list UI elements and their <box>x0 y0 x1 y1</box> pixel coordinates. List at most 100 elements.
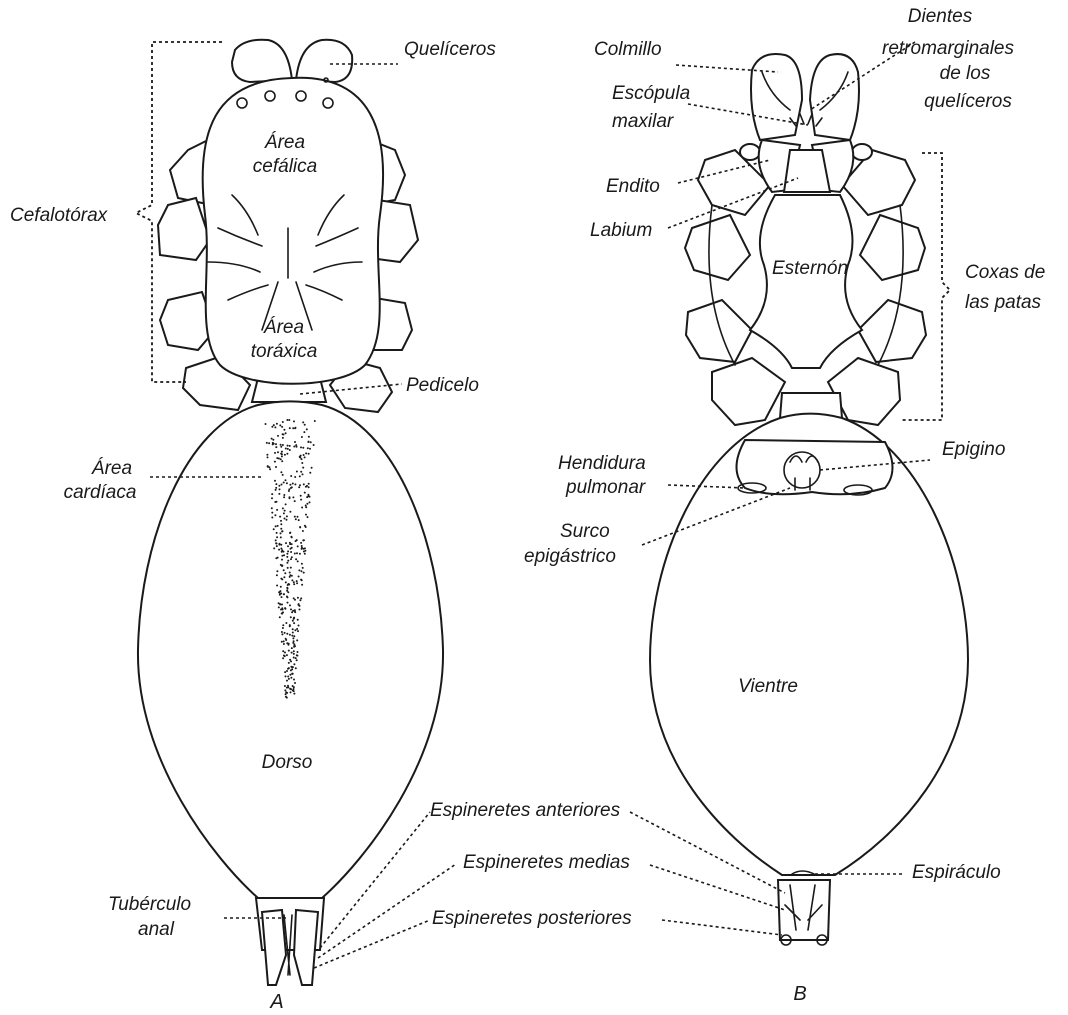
stipple-dot <box>278 493 280 495</box>
stipple-dot <box>281 559 283 561</box>
label-espineretes-anteriores: Espineretes anteriores <box>430 800 621 821</box>
stipple-dot <box>290 551 292 553</box>
stipple-dot <box>304 424 306 426</box>
stipple-dot <box>292 620 294 622</box>
stipple-dot <box>284 671 286 673</box>
stipple-dot <box>271 512 273 514</box>
stipple-dot <box>289 625 291 627</box>
stipple-dot <box>309 496 311 498</box>
stipple-dot <box>278 606 280 608</box>
stipple-dot <box>272 439 274 441</box>
stipple-dot <box>304 492 306 494</box>
label-dientes-line1: Dientes <box>908 6 973 27</box>
label-area-toraxica-line2: toráxica <box>251 341 318 362</box>
stipple-dot <box>281 604 283 606</box>
label-dorso: Dorso <box>262 752 313 773</box>
stipple-dot <box>293 645 295 647</box>
stipple-dot <box>298 519 300 521</box>
stipple-dot <box>289 484 291 486</box>
stipple-dot <box>283 496 285 498</box>
panel-letter-a: A <box>269 991 283 1013</box>
stipple-dot <box>299 553 301 555</box>
stipple-dot <box>265 423 267 425</box>
stipple-dot <box>295 667 297 669</box>
stipple-dot <box>290 558 292 560</box>
coxa-right-2 <box>860 215 925 280</box>
stipple-dot <box>286 453 288 455</box>
stipple-dot <box>276 501 278 503</box>
stipple-dot <box>282 657 284 659</box>
stipple-dot <box>282 507 284 509</box>
stipple-dot <box>299 456 301 458</box>
stipple-dot <box>297 651 299 653</box>
stipple-dot <box>282 650 284 652</box>
stipple-dot <box>280 586 282 588</box>
stipple-dot <box>303 454 305 456</box>
stipple-dot <box>287 560 289 562</box>
coxa-left-3 <box>686 300 752 362</box>
stipple-dot <box>286 654 288 656</box>
label-area-cefalica-line1: Área <box>264 132 305 153</box>
stipple-dot <box>289 574 291 576</box>
stipple-dot <box>309 501 311 503</box>
label-tuberculo-anal-line1: Tubérculo <box>108 894 191 915</box>
stipple-dot <box>287 550 289 552</box>
label-coxas-line1: Coxas de <box>965 262 1045 283</box>
stipple-dot <box>286 587 288 589</box>
stipple-dot <box>279 516 281 518</box>
stipple-dot <box>283 569 285 571</box>
stipple-dot <box>276 574 278 576</box>
stipple-dot <box>278 602 280 604</box>
stipple-dot <box>297 619 299 621</box>
stipple-dot <box>292 673 294 675</box>
stipple-dot <box>276 536 278 538</box>
stipple-dot <box>273 547 275 549</box>
stipple-dot <box>294 441 296 443</box>
label-area-cardiaca-line1: Área <box>91 458 132 479</box>
stipple-dot <box>289 634 291 636</box>
stipple-dot <box>273 528 275 530</box>
stipple-dot <box>293 693 295 695</box>
stipple-dot <box>280 528 282 530</box>
stipple-dot <box>275 489 277 491</box>
stipple-dot <box>301 548 303 550</box>
stipple-dot <box>297 560 299 562</box>
stipple-dot <box>293 679 295 681</box>
stipple-dot <box>281 633 283 635</box>
stipple-dot <box>276 423 278 425</box>
stipple-dot <box>299 475 301 477</box>
stipple-dot <box>275 539 277 541</box>
stipple-dot <box>281 530 283 532</box>
label-hendidura-line2: pulmonar <box>565 477 646 498</box>
stipple-dot <box>290 666 292 668</box>
stipple-dot <box>293 618 295 620</box>
stipple-dot <box>313 444 315 446</box>
stipple-dot <box>307 516 309 518</box>
stipple-dot <box>280 458 282 460</box>
stipple-dot <box>274 480 276 482</box>
stipple-dot <box>302 567 304 569</box>
stipple-dot <box>280 453 282 455</box>
pedipalp-base-right <box>852 144 872 160</box>
stipple-dot <box>305 506 307 508</box>
stipple-dot <box>282 433 284 435</box>
coxa-left-2 <box>685 215 750 280</box>
label-escopula-line1: Escópula <box>612 83 690 104</box>
stipple-dot <box>286 670 288 672</box>
stipple-dot <box>280 548 282 550</box>
stipple-dot <box>298 603 300 605</box>
stipple-dot <box>283 576 285 578</box>
stipple-dot <box>290 548 292 550</box>
stipple-dot <box>288 643 290 645</box>
stipple-dot <box>287 545 289 547</box>
stipple-dot <box>299 526 301 528</box>
stipple-dot <box>291 579 293 581</box>
stipple-dot <box>281 484 283 486</box>
stipple-dot <box>280 544 282 546</box>
dorsal-chelicera-right <box>296 40 352 82</box>
stipple-dot <box>300 471 302 473</box>
stipple-dot <box>292 642 294 644</box>
label-surco-line1: Surco <box>560 521 610 542</box>
stipple-dot <box>283 655 285 657</box>
